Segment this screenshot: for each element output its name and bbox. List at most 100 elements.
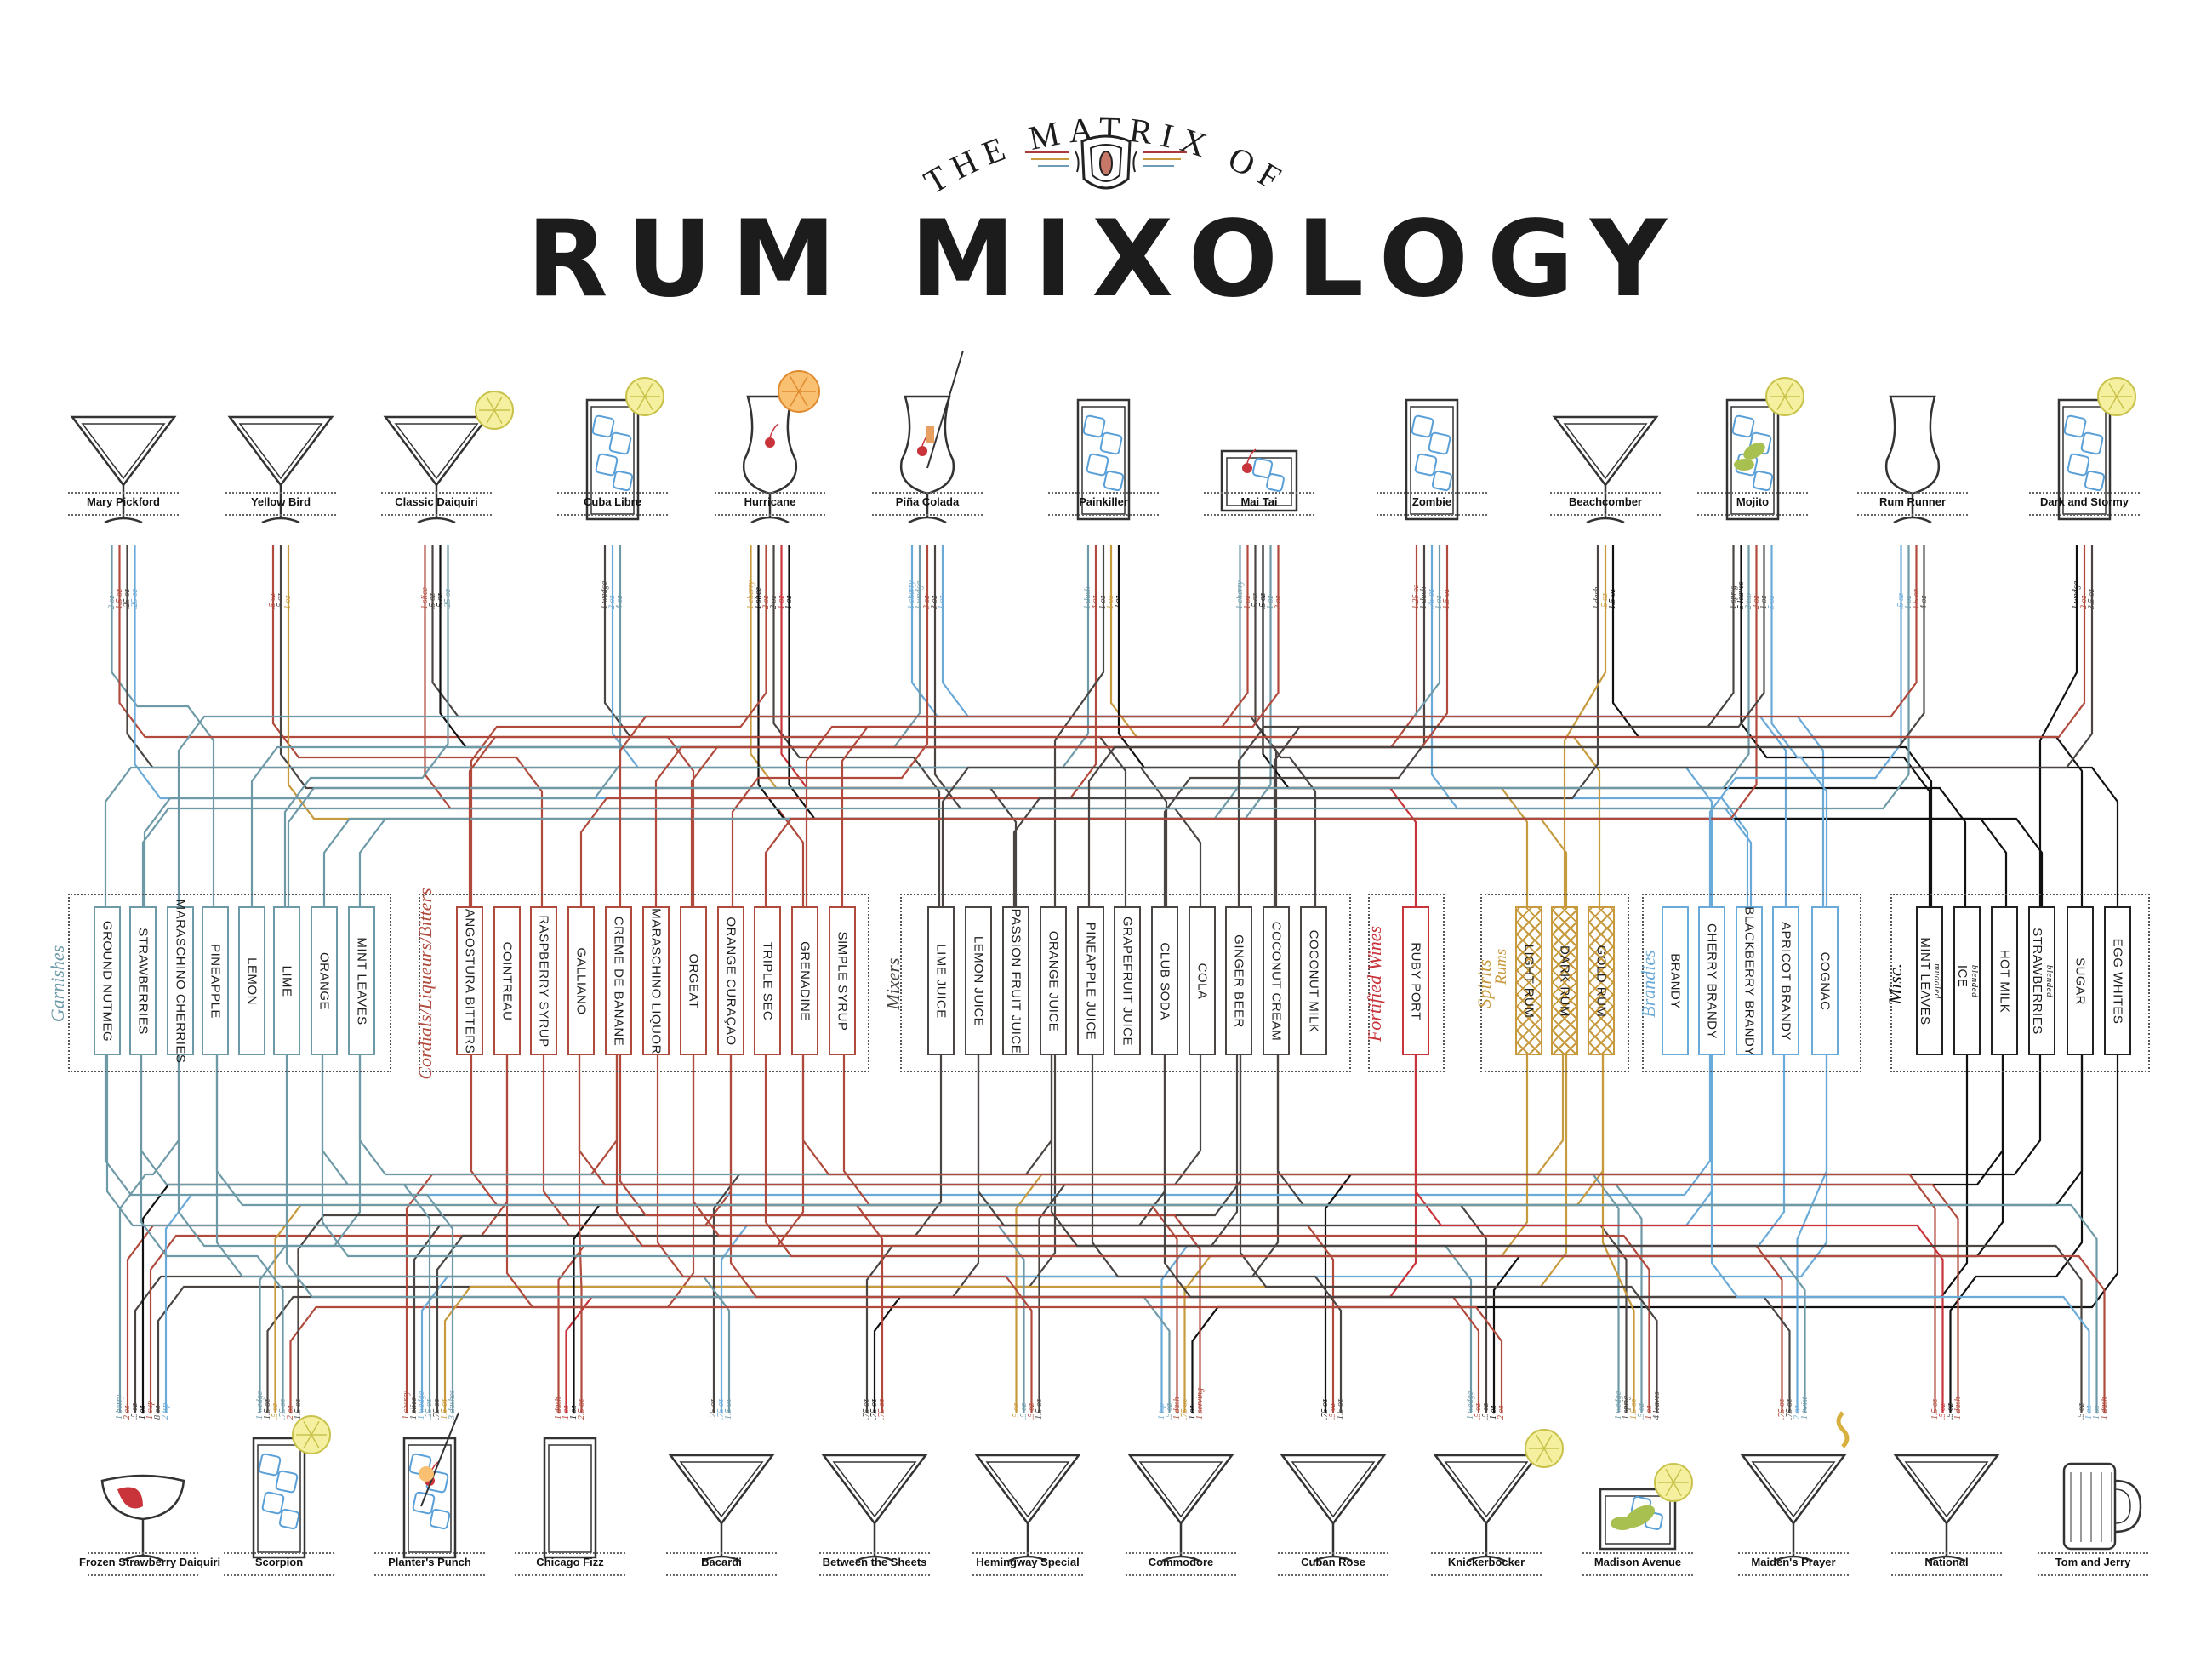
ingredient-connection-line: [1163, 545, 1426, 906]
drink-label-rule: [1891, 1552, 2002, 1554]
drink-label-rule: [1738, 1574, 1849, 1576]
ingredient-name: STRAWBERRIES: [135, 927, 151, 1035]
ingredient-card-cordials-cointreau: COINTREAU: [493, 906, 521, 1055]
title-rule-right: [1143, 151, 1187, 153]
drink-amount: 1 oz: [283, 595, 293, 609]
martini-glass-icon: [1127, 1454, 1234, 1562]
drink-name-rum-runner: Rum Runner: [1879, 495, 1946, 508]
drink-amount: 2.5 oz: [576, 1399, 586, 1420]
ingredient-card-spirits-gold-rum: GOLD RUM: [1588, 906, 1615, 1055]
ingredient-card-garnishes-mint-leaves: MINT LEAVES: [348, 906, 375, 1055]
ingredient-name: GRENADINE: [797, 940, 812, 1021]
martini-twist-glass-icon: [1740, 1411, 1850, 1562]
drink-name-zombie: Zombie: [1411, 495, 1452, 508]
martini-glass-icon: [974, 1454, 1081, 1562]
drink-name-between-the-sheets: Between the Sheets: [822, 1556, 927, 1568]
rocks-glass-icon: [1220, 448, 1298, 512]
drink-label-rule: [1377, 492, 1487, 494]
ingredient-card-garnishes-strawberries: STRAWBERRIES: [129, 906, 157, 1055]
group-box-misc: [1890, 894, 2150, 1072]
connection-lines: [104, 545, 2119, 1413]
ingredient-connection-line: [271, 545, 544, 906]
ingredient-connection-line: [1414, 1055, 1944, 1413]
drink-label-rule: [381, 492, 492, 494]
drink-name-pi-a-colada: Piña Colada: [895, 495, 960, 508]
ingredient-card-misc-sugar: SUGAR: [2067, 906, 2094, 1055]
drink-label-rule: [225, 492, 336, 494]
ingredient-card-cordials-simple-syrup: SIMPLE SYRUP: [829, 906, 856, 1055]
drink-amount: 2 tsp: [161, 1402, 170, 1420]
ingredient-card-mixers-coconut-milk: COCONUT MILK: [1300, 906, 1327, 1055]
drink-name-commodore: Commodore: [1148, 1556, 1214, 1568]
ingredient-connection-line: [436, 1055, 943, 1413]
drink-label-rule: [1582, 1552, 1693, 1554]
ingredient-connection-line: [1601, 1055, 1635, 1413]
ingredient-name: GALLIANO: [573, 946, 589, 1015]
drink-amount: .25 oz: [129, 589, 140, 609]
drink-label-rule: [1048, 492, 1159, 494]
ingredient-connection-line: [443, 1055, 1568, 1413]
ingredient-name: ORGEAT: [686, 952, 701, 1009]
ingredient-connection-line: [1710, 1055, 2090, 1413]
title-rule-left: [1025, 151, 1069, 153]
ingredient-card-spirits-light-rum: LIGHT RUM: [1515, 906, 1542, 1055]
martini-lime-glass-icon: [383, 391, 514, 524]
drink-label-rule: [224, 1574, 334, 1576]
ingredient-name: LEMON JUICE: [971, 935, 986, 1026]
ingredient-name: COGNAC: [1817, 951, 1833, 1010]
title-rule-right-gold: [1143, 158, 1181, 160]
martini-glass-icon: [1280, 1454, 1387, 1562]
ingredient-name: ICE: [1955, 964, 1970, 987]
drink-amount: 5 oz: [1766, 595, 1776, 609]
page-title: RUM MIXOLOGY: [527, 198, 1685, 321]
drink-name-chicago-fizz: Chicago Fizz: [536, 1556, 604, 1568]
ingredient-card-cordials-galliano: GALLIANO: [567, 906, 595, 1055]
ingredient-card-garnishes-maraschino-cherries: MARASCHINO CHERRIES: [167, 899, 194, 1063]
drink-name-tom-and-jerry: Tom and Jerry: [2055, 1556, 2131, 1568]
ingredient-name: ANGOSTURA BITTERS: [462, 908, 477, 1054]
drink-label-rule: [88, 1574, 198, 1576]
group-label-misc: Misc.: [1884, 963, 1906, 1005]
ingredient-name: EGG WHITES: [2110, 938, 2125, 1024]
drink-amount: 1 serving: [1194, 1388, 1205, 1420]
ingredient-connection-line: [654, 545, 1449, 906]
ingredient-connection-line: [250, 545, 921, 906]
ingredient-connection-line: [215, 1055, 731, 1413]
drink-label-rule: [872, 492, 983, 494]
group-box-mixers: [900, 894, 1351, 1072]
ingredient-connection-line: [104, 545, 1090, 906]
ingredient-name: LIGHT RUM: [1521, 944, 1536, 1018]
drink-label-rule: [381, 514, 492, 516]
drink-name-planter-s-punch: Planter's Punch: [388, 1556, 471, 1568]
ingredient-card-mixers-orange-juice: ORANGE JUICE: [1040, 906, 1067, 1055]
drink-name-maiden-s-prayer: Maiden's Prayer: [1751, 1556, 1836, 1568]
ingredient-connection-line: [104, 1055, 454, 1413]
ingredient-connection-line: [1740, 545, 1931, 906]
ingredient-card-cordials-grenadine: GRENADINE: [791, 906, 818, 1055]
ingredient-name: COINTREAU: [499, 941, 515, 1020]
group-box-spirits: [1480, 894, 1629, 1072]
ingredient-card-mixers-lime-juice: LIME JUICE: [927, 906, 955, 1055]
drink-label-rule: [68, 514, 179, 516]
drink-label-rule: [1204, 492, 1314, 494]
drink-label-rule: [557, 514, 668, 516]
drink-amount: 1 oz: [784, 595, 794, 609]
drink-label-rule: [68, 492, 179, 494]
ingredient-connection-line: [285, 1055, 1171, 1413]
drink-amount: 1.5 oz: [1442, 589, 1451, 609]
ingredient-connection-line: [1091, 1055, 1343, 1413]
drink-label-rule: [224, 1552, 334, 1554]
margarita-glass-icon: [100, 1474, 185, 1562]
ingredient-connection-line: [1254, 545, 1317, 906]
ingredient-card-cordials-triple-sec: TRIPLE SEC: [754, 906, 781, 1055]
ingredient-name: BLACKBERRY BRANDY: [1742, 905, 1757, 1056]
ingredient-card-mixers-club-soda: CLUB SODA: [1151, 906, 1178, 1055]
ingredient-connection-line: [468, 545, 2086, 906]
martini-glass-icon: [668, 1454, 775, 1562]
drink-label-rule: [972, 1552, 1083, 1554]
ingredient-connection-line: [578, 1055, 1959, 1413]
title-rule-right-blue: [1143, 165, 1174, 167]
ingredient-name: ORANGE JUICE: [1046, 930, 1061, 1031]
